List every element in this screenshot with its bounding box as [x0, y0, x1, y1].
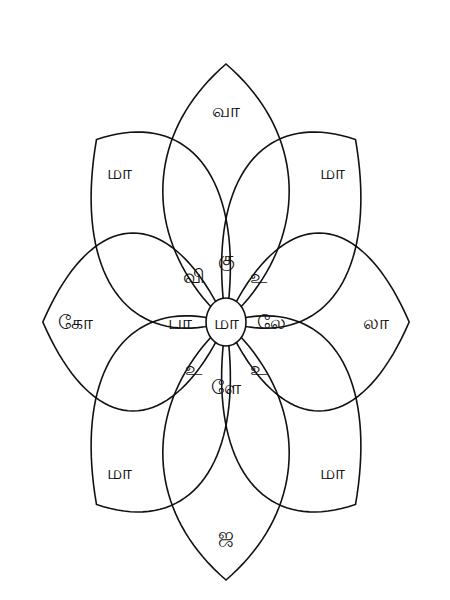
petal-outline — [43, 233, 226, 411]
petal-outline — [163, 64, 289, 322]
petal-outline — [226, 233, 409, 411]
outer-letter: ஜ — [218, 524, 234, 543]
outer-letter: லா — [363, 313, 389, 332]
inner-letter: உ — [185, 358, 202, 377]
inner-letter: உ — [250, 358, 267, 377]
inner-letter: கு — [218, 248, 235, 267]
petal-outline — [91, 132, 230, 328]
center-circle-outline — [206, 298, 246, 346]
outer-letter: வா — [212, 101, 240, 120]
outer-letter: மா — [107, 163, 132, 182]
inner-letter: ளே — [211, 377, 241, 396]
outer-letter: கோ — [58, 313, 93, 332]
outer-letter: மா — [320, 163, 345, 182]
petal-outline — [163, 322, 289, 580]
inner-letter: பா — [168, 313, 192, 332]
inner-letter: உ — [250, 267, 267, 286]
outer-letter: மா — [320, 462, 345, 481]
center-letter: மா — [214, 313, 239, 332]
petal-outline — [91, 316, 230, 512]
inner-letter: வி — [183, 267, 205, 286]
petal-outline — [222, 132, 361, 328]
petal-outline — [222, 316, 361, 512]
inner-letter: லே — [257, 313, 286, 332]
outer-letter: மா — [107, 462, 132, 481]
